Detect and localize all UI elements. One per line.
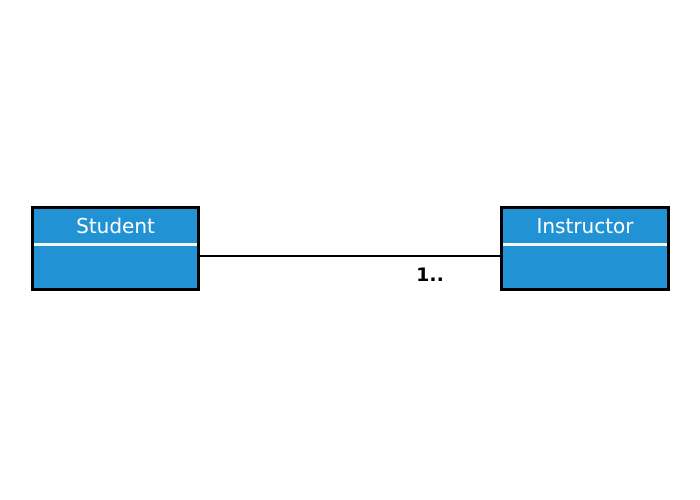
class-attributes-compartment-student: [34, 246, 197, 288]
class-name-student: Student: [76, 214, 155, 238]
class-name-compartment-student: Student: [34, 209, 197, 243]
class-box-instructor[interactable]: Instructor: [500, 206, 670, 291]
class-name-compartment-instructor: Instructor: [503, 209, 667, 243]
compartment-divider-student: [34, 243, 197, 246]
class-attributes-compartment-instructor: [503, 246, 667, 288]
class-name-instructor: Instructor: [536, 214, 634, 238]
class-box-student[interactable]: Student: [31, 206, 200, 291]
association-multiplicity-label: 1..: [416, 264, 444, 286]
association-line-student-instructor[interactable]: [199, 255, 501, 257]
compartment-divider-instructor: [503, 243, 667, 246]
